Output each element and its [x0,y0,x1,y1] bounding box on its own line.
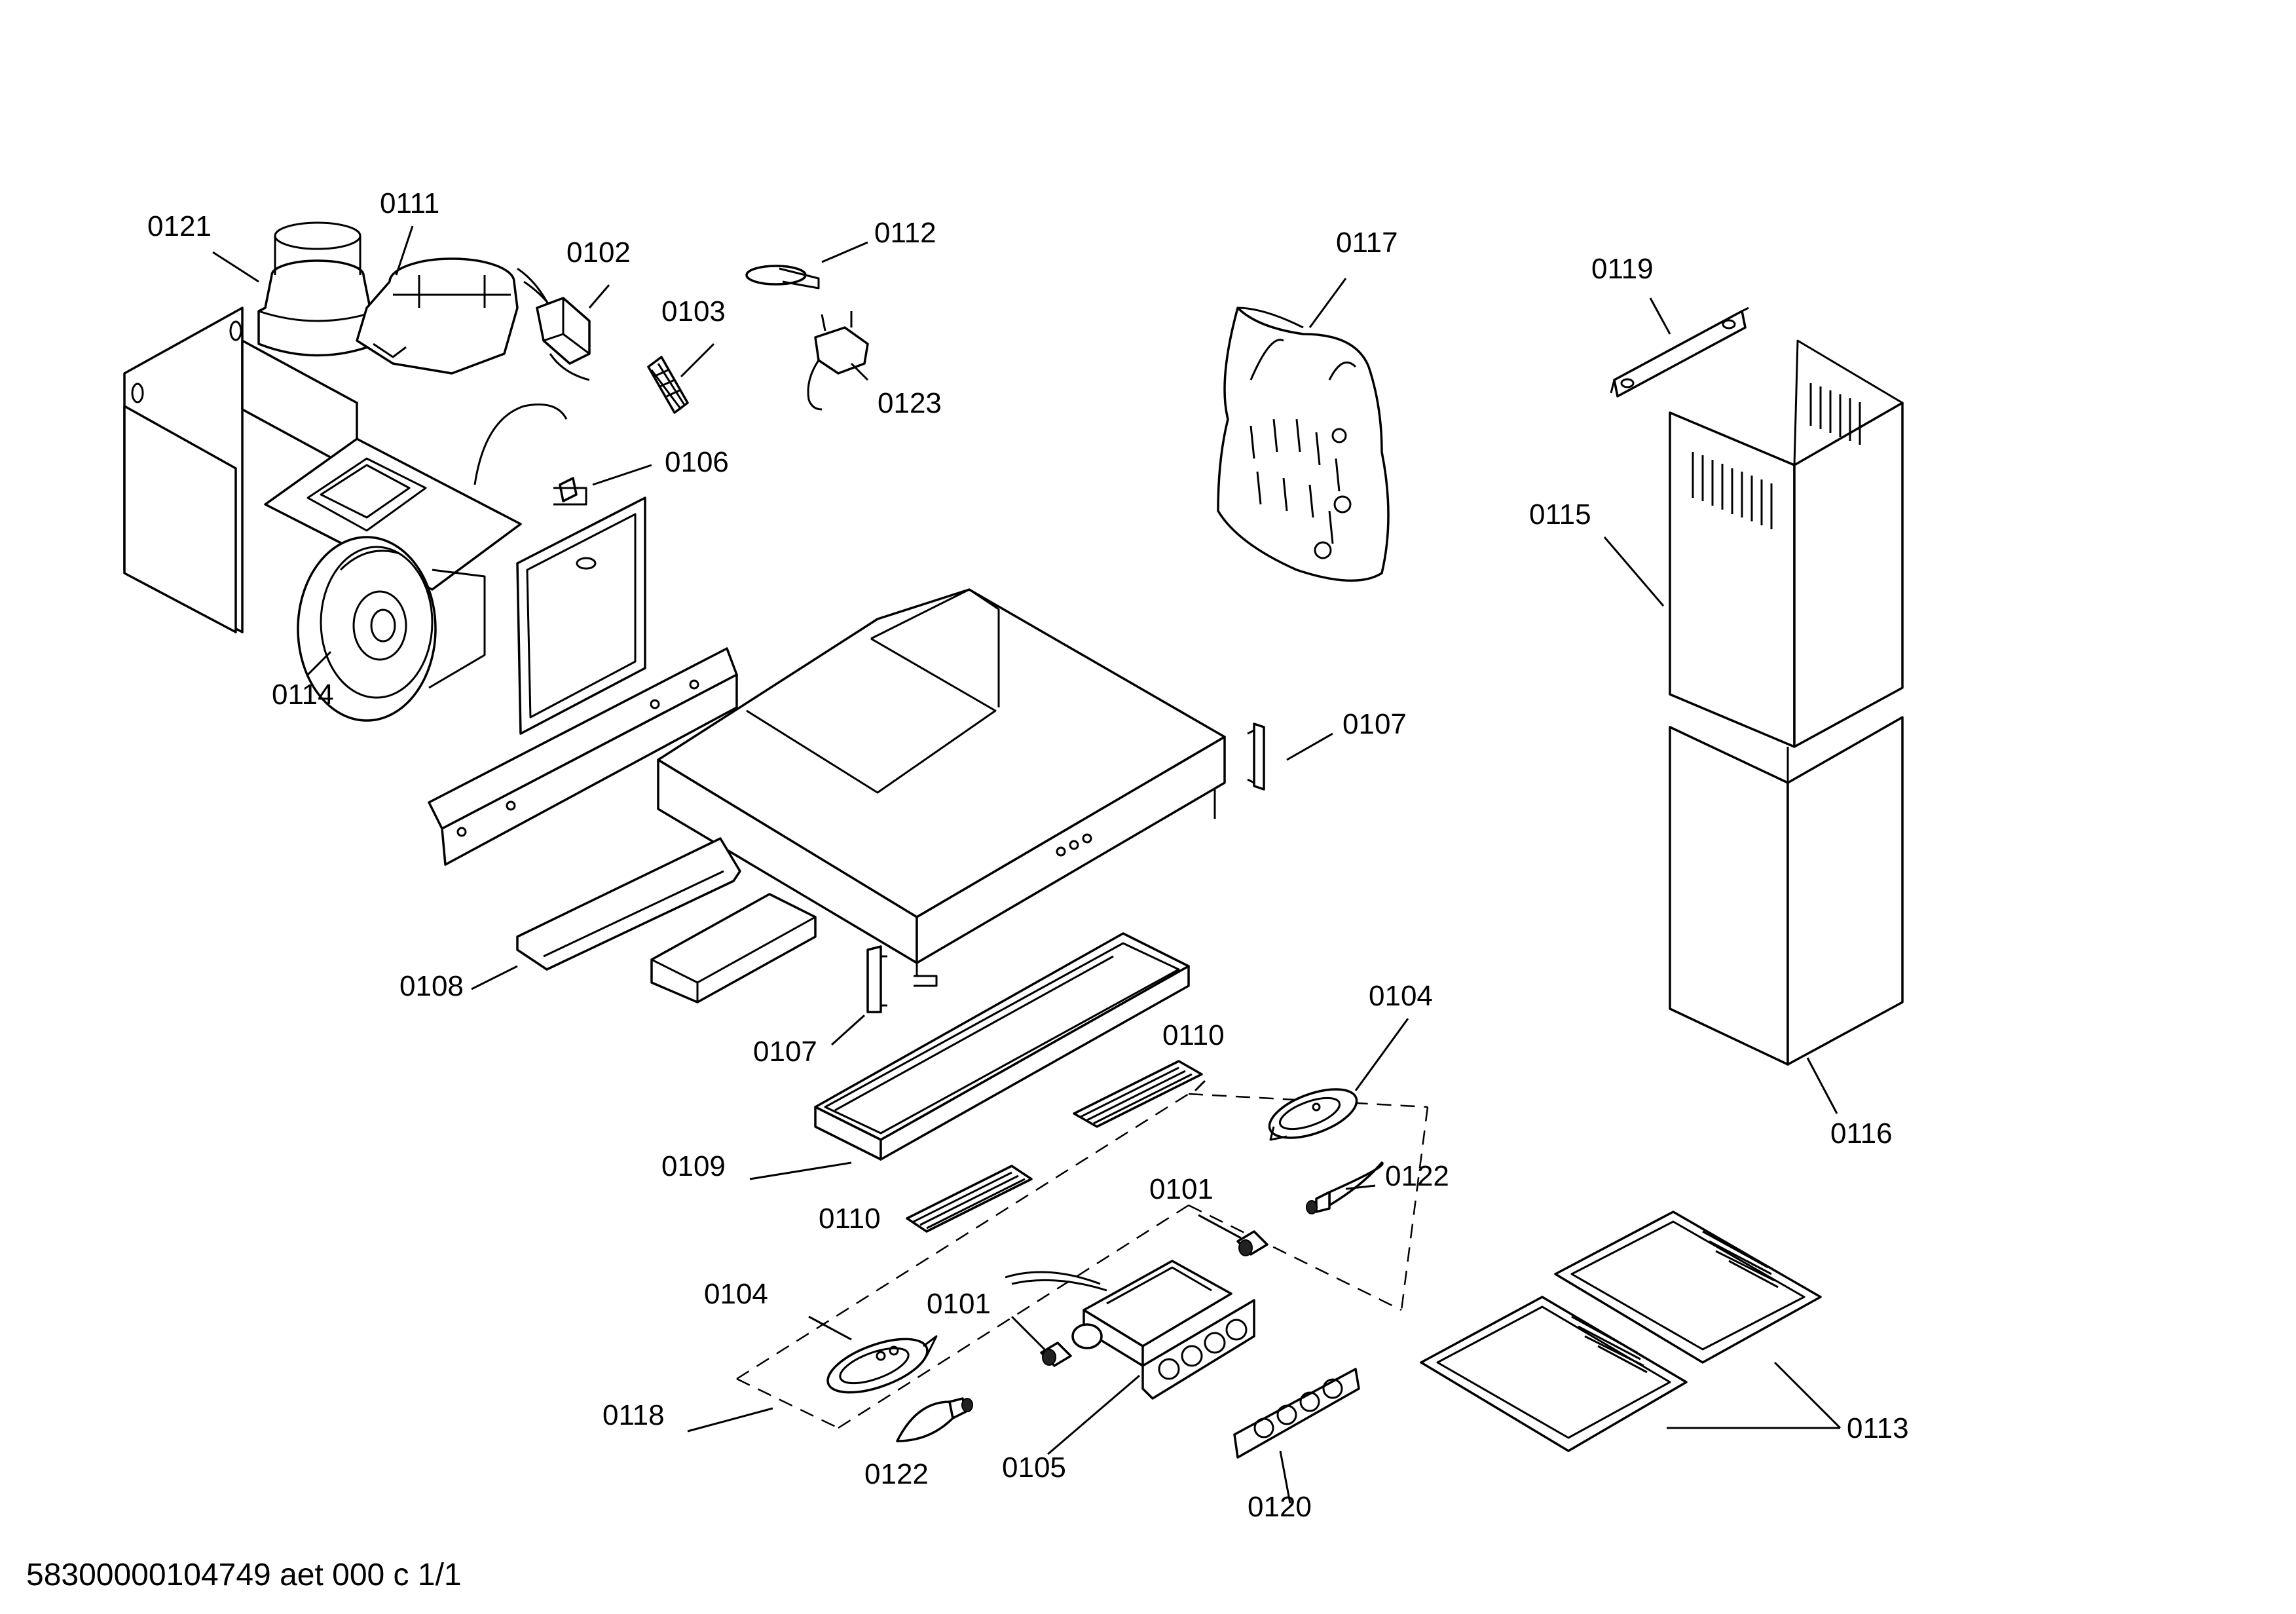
part-lamp-cover-left [826,1335,938,1394]
label-0119: 0119 [1591,253,1654,285]
part-grease-tray [516,837,817,1004]
part-capacitor [517,267,591,381]
part-switch-assembly [1005,1260,1255,1400]
label-0108: 0108 [399,970,464,1002]
label-0117: 0117 [1336,227,1398,259]
label-0107-left: 0107 [753,1036,817,1068]
part-filter-grille-upper [1073,1060,1203,1128]
label-0102: 0102 [566,236,631,269]
label-0114: 0114 [272,679,334,711]
part-clip [553,477,587,506]
label-0115: 0115 [1529,498,1591,531]
label-0111: 0111 [380,187,439,219]
label-0121: 0121 [147,210,212,242]
part-hinge-left [866,945,887,1013]
part-lamp-cover-right [1268,1088,1358,1141]
document-footer-id: 58300000104749 aet 000 c 1/1 [26,1558,462,1592]
part-upper-chimney [1669,339,1904,748]
part-side-panel [516,497,646,735]
label-0110-upper: 0110 [1162,1019,1225,1051]
label-0112: 0112 [874,217,936,249]
part-grease-filter-right [1554,1210,1822,1364]
label-0122-right: 0122 [1385,1160,1449,1192]
label-0113: 0113 [1847,1412,1909,1444]
label-0105: 0105 [1002,1452,1066,1484]
part-lamp-socket-left [1040,1342,1072,1367]
leader-lines [212,225,1842,1504]
label-0123: 0123 [878,387,942,419]
callout-labels: 0121 0111 0102 0112 0103 0123 0106 0114 … [147,187,1909,1523]
label-0120: 0120 [1248,1491,1312,1523]
part-filter-grille-lower [906,1165,1033,1233]
part-lamp-socket-right [1236,1230,1268,1256]
part-blower-housing [123,307,568,722]
part-small-filter [647,356,689,414]
label-0104-left: 0104 [704,1278,768,1310]
part-control-frame [814,932,1190,1161]
label-0122-left: 0122 [864,1458,929,1490]
label-0107-right: 0107 [1342,708,1407,740]
part-grease-filter-left [1420,1296,1688,1452]
label-0101-right: 0101 [1149,1173,1213,1205]
part-bulb-left [896,1397,973,1442]
label-0104-right: 0104 [1369,980,1433,1012]
label-0106: 0106 [665,446,729,478]
part-hood-canopy [657,588,1226,987]
part-knob-plate [1233,1368,1360,1459]
part-fan-outlet [356,257,519,375]
part-parts-bag [1217,307,1390,582]
part-cable-tie [745,265,820,290]
part-power-plug [807,311,869,411]
label-0118: 0118 [602,1399,665,1431]
label-0110-lower: 0110 [819,1203,881,1235]
part-lower-chimney [1669,716,1904,1066]
part-chimney-bracket [1610,307,1749,398]
label-0109: 0109 [661,1150,726,1182]
label-0103: 0103 [661,295,726,328]
part-mounting-rail [428,647,738,866]
label-0116: 0116 [1830,1117,1893,1150]
part-hinge-right [1247,723,1265,791]
part-bulb-right [1306,1161,1384,1214]
label-0101-left: 0101 [927,1288,991,1320]
